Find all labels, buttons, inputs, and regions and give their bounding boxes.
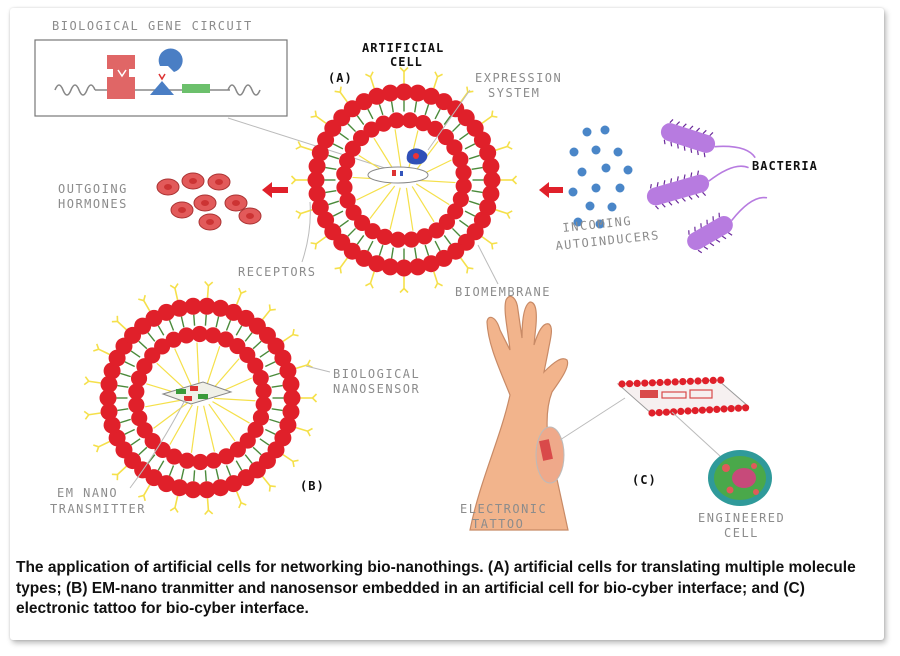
engineered-cell-label-2: CELL <box>724 526 759 540</box>
gene-circuit-label: BIOLOGICAL GENE CIRCUIT <box>52 19 253 33</box>
inducer-shape <box>158 48 183 72</box>
bacteria <box>646 119 768 254</box>
outgoing-hormones-label-2: HORMONES <box>58 197 128 211</box>
expression-system <box>367 148 429 184</box>
biomembrane-label: BIOMEMBRANE <box>455 285 551 299</box>
panel-b-label: (B) <box>300 479 325 493</box>
dna-strand-right <box>227 84 261 96</box>
artificial-cell-label-2: CELL <box>390 55 423 69</box>
outgoing-arrow <box>262 182 288 198</box>
promoter-triangle <box>150 81 174 95</box>
receptors-label: RECEPTORS <box>238 265 317 279</box>
em-transmitter-connector <box>129 399 186 489</box>
nanosensor-connector <box>305 365 331 373</box>
em-transmitter-label-1: EM NANO <box>57 486 118 500</box>
em-transmitter-label-2: TRANSMITTER <box>50 502 146 516</box>
inducer-arrow <box>158 73 166 81</box>
expression-connector <box>427 89 471 151</box>
arm-hand <box>469 295 569 531</box>
engineered-cell <box>671 411 772 506</box>
panel-c-label: (C) <box>632 473 657 487</box>
figure-caption: The application of artificial cells for … <box>16 559 856 617</box>
artificial-cell-label-1: ARTIFICIAL <box>362 41 444 55</box>
outgoing-hormones-label-1: OUTGOING <box>58 182 128 196</box>
expression-system-label-2: SYSTEM <box>488 86 540 100</box>
nanosensor-label-2: NANOSENSOR <box>333 382 420 396</box>
em-nano-transmitter <box>161 381 233 405</box>
receptors-connector <box>301 201 311 263</box>
engineered-cell-label-1: ENGINEERED <box>698 511 785 525</box>
gene-circuit: BIOLOGICAL GENE CIRCUIT <box>34 19 288 117</box>
electronic-tattoo-label-2: TATTOO <box>472 517 524 531</box>
electronic-tattoo-chip <box>616 376 750 417</box>
artificial-cell-a <box>290 66 518 294</box>
repressor-arrow <box>117 69 127 78</box>
nanosensor-label-1: BIOLOGICAL <box>333 367 420 381</box>
biomembrane-connector <box>477 244 499 285</box>
dna-strand-left <box>54 84 96 96</box>
panel-a-label: (A) <box>328 71 353 85</box>
electronic-tattoo-label-1: ELECTRONIC <box>460 502 547 516</box>
tattoo-connector <box>559 397 626 441</box>
bacteria-label: BACTERIA <box>752 159 818 173</box>
artificial-cell-b <box>83 281 318 515</box>
outgoing-hormones <box>156 172 262 231</box>
autoinducers <box>568 125 633 229</box>
gene-circuit-connector <box>227 117 386 169</box>
repressor-shape <box>107 55 135 99</box>
reporter-gene <box>182 84 210 93</box>
incoming-arrow <box>539 182 563 198</box>
expression-system-label-1: EXPRESSION <box>475 71 562 85</box>
